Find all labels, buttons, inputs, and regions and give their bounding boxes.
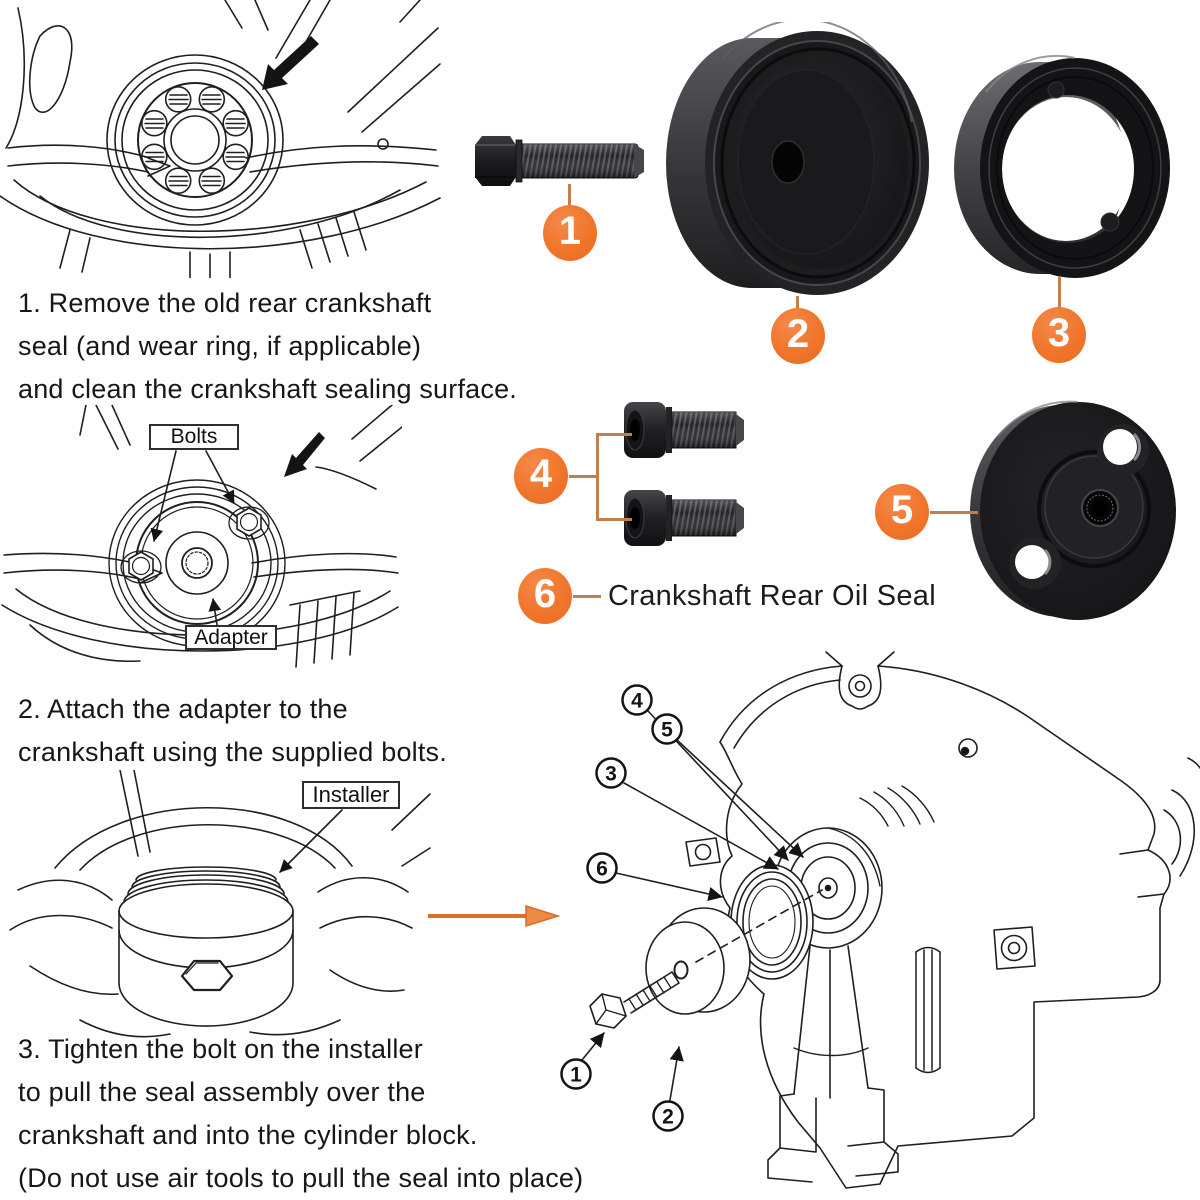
part-photo-installer-cup (666, 22, 929, 295)
badge4-bracket-bottom (596, 518, 632, 521)
step1-line1: 1. Remove the old rear crankshaft (18, 288, 432, 318)
part-photo-adapter-bolt-2 (624, 490, 744, 546)
badge6-connector (573, 595, 601, 598)
crankshaft-flange (106, 54, 284, 226)
figure-remove-old-seal (0, 0, 441, 278)
figure-installer-on-crank (9, 770, 431, 1038)
badge-4: 4 (514, 448, 568, 504)
step3-line3: crankshaft and into the cylinder block. (18, 1120, 478, 1150)
part-photo-adapter-bolt-1 (624, 402, 744, 458)
badge-1: 1 (543, 205, 597, 261)
callout-6: 6 (596, 858, 608, 881)
label-adapter: Adapter (185, 625, 277, 650)
cylinder-block-outline (685, 651, 1200, 1189)
part-photo-adapter-plate (970, 400, 1176, 620)
badge2-connector (796, 296, 799, 310)
engine-context-lines (0, 0, 441, 278)
badge3-connector (1058, 276, 1061, 309)
adapter-bolts (120, 506, 270, 584)
forcing-bolt-drawing (589, 971, 680, 1029)
part-photo-forcing-bolt (475, 136, 644, 186)
figure-assembly-diagram: 4 5 3 6 1 2 (560, 651, 1200, 1189)
crank-axis-line (695, 889, 823, 963)
seal-ring-arcs (123, 866, 289, 903)
label-leader-arrows (150, 450, 235, 626)
badge-2: 2 (771, 308, 825, 364)
step3-text: 3. Tighten the bolt on the installer to … (18, 1028, 583, 1200)
step2-line1: 2. Attach the adapter to the (18, 694, 348, 724)
badge4-bracket-top (596, 433, 632, 436)
figure-attach-adapter (1, 405, 402, 668)
flange-bolt-holes (141, 86, 249, 194)
label-bolts: Bolts (149, 424, 239, 450)
pointer-arrow-icon (284, 432, 325, 477)
callout-3: 3 (605, 763, 617, 786)
label-installer: Installer (302, 781, 400, 809)
step1-line3: and clean the crankshaft sealing surface… (18, 374, 517, 404)
badge-3: 3 (1032, 307, 1086, 363)
callout-2: 2 (662, 1106, 674, 1129)
step3-line4: (Do not use air tools to pull the seal i… (18, 1163, 584, 1193)
badge-5: 5 (875, 484, 929, 540)
badge1-connector (568, 184, 571, 206)
step1-text: 1. Remove the old rear crankshaft seal (… (18, 282, 517, 411)
step3-line1: 3. Tighten the bolt on the installer (18, 1034, 423, 1064)
badge4-bracket (596, 433, 599, 521)
installer-cup (118, 883, 294, 1027)
step2-text: 2. Attach the adapter to the crankshaft … (18, 688, 447, 774)
callout-circles: 4 5 3 6 1 2 (560, 684, 684, 1132)
step3-line2: to pull the seal assembly over the (18, 1077, 426, 1107)
next-step-arrow-icon (428, 904, 561, 928)
step1-line2: seal (and wear ring, if applicable) (18, 331, 422, 361)
callout-1: 1 (570, 1064, 582, 1087)
pointer-arrow-icon (262, 36, 319, 90)
badge-6: 6 (518, 568, 572, 624)
callout-5: 5 (661, 719, 673, 742)
step2-line2: crankshaft using the supplied bolts. (18, 737, 447, 767)
item6-label: Crankshaft Rear Oil Seal (608, 580, 936, 612)
badge5-connector (930, 511, 978, 514)
part-photo-spacer-ring (954, 54, 1171, 278)
installer-leader-arrow (279, 809, 343, 873)
engine-context-lines (9, 770, 431, 1038)
badge4-connector (569, 475, 599, 478)
callout-4: 4 (631, 690, 643, 713)
